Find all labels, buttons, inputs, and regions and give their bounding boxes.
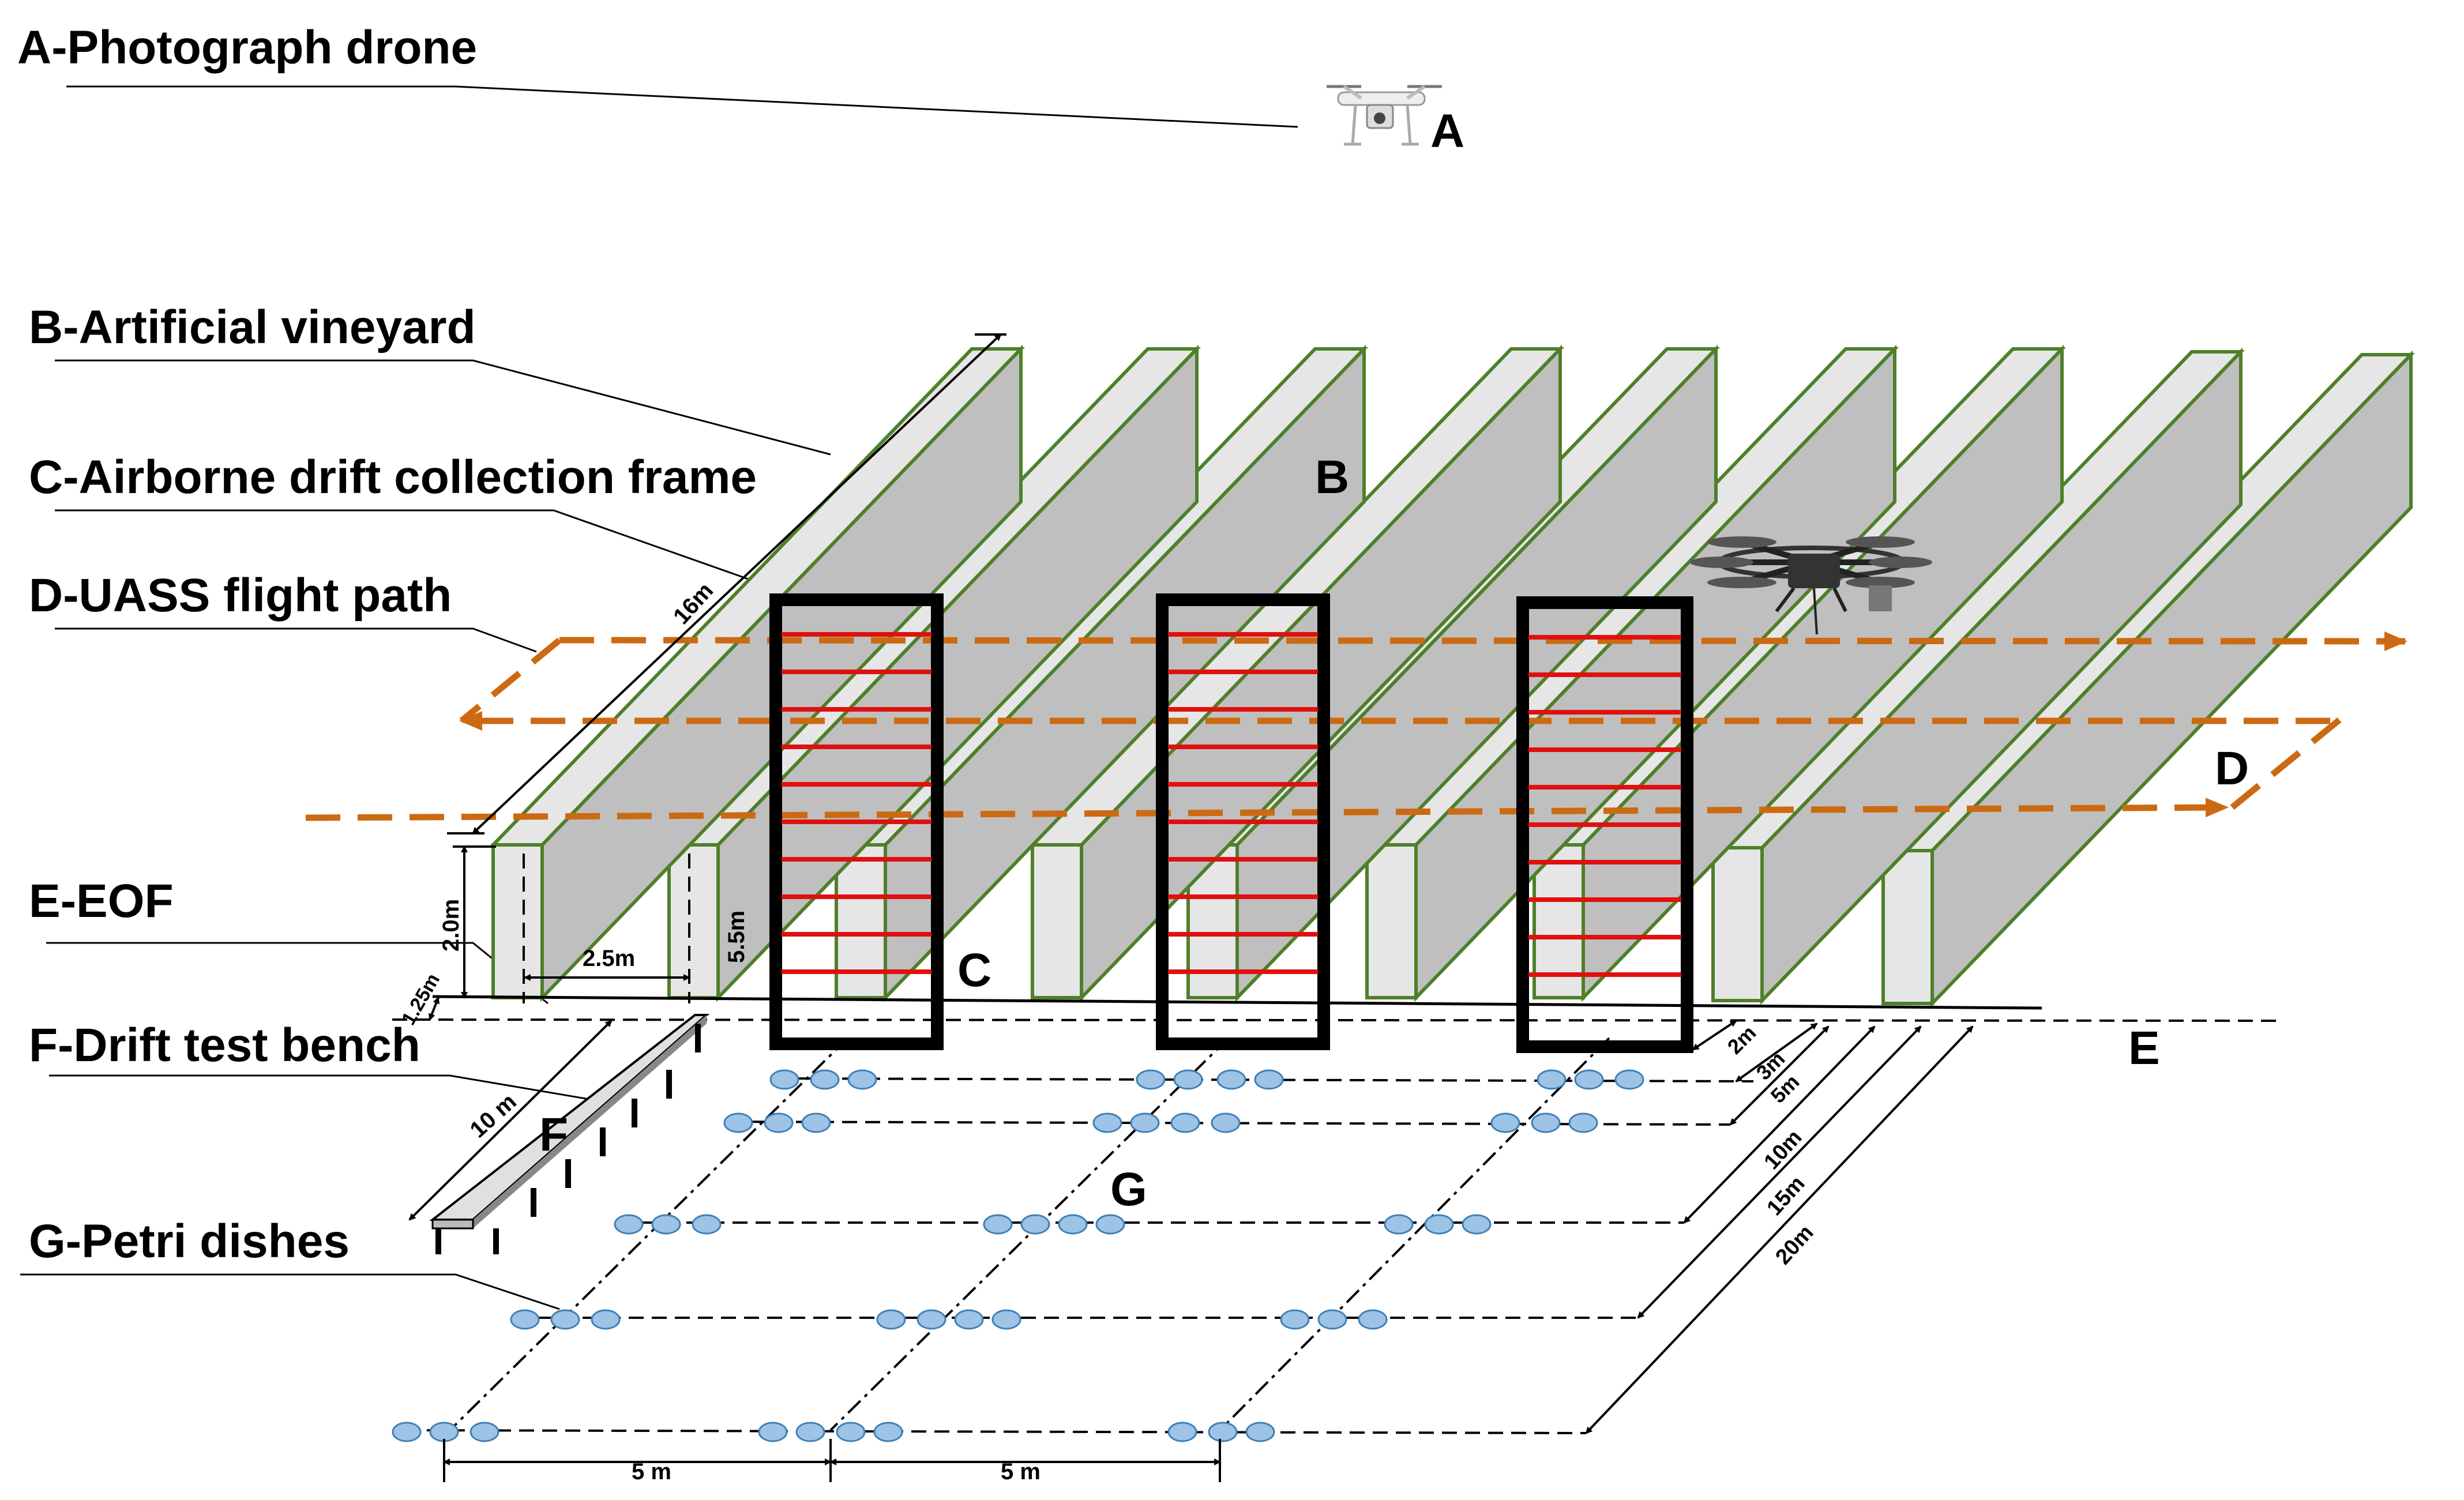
- petri-dish: [550, 1309, 580, 1330]
- flight-turn-left: [459, 637, 562, 724]
- eof-offset-line: [392, 1018, 2285, 1022]
- petri-dish: [1211, 1112, 1241, 1133]
- dim-row-spacing: 2.5m: [583, 946, 635, 971]
- petri-dish: [591, 1309, 621, 1330]
- legend-e-label: E-EOF: [29, 875, 174, 927]
- leader-d: [55, 627, 537, 653]
- petri-dish: [1574, 1069, 1604, 1090]
- marker-f: F: [539, 1108, 568, 1161]
- dim-20m: 20m: [1771, 1220, 1818, 1269]
- hexacopter-icon: [1690, 536, 1932, 635]
- collection-frame: [1156, 593, 1330, 1050]
- petri-dish: [1170, 1112, 1200, 1133]
- petri-dish: [1568, 1112, 1598, 1133]
- petri-dish: [1490, 1112, 1520, 1133]
- petri-dish: [801, 1112, 831, 1133]
- petri-dish: [1358, 1309, 1388, 1330]
- legend-g-label: G-Petri dishes: [29, 1215, 350, 1268]
- petri-dish: [758, 1422, 788, 1442]
- flight-pass-3: [559, 631, 2407, 651]
- petri-dish: [873, 1422, 903, 1442]
- petri-dish: [1092, 1112, 1122, 1133]
- petri-dish: [847, 1069, 877, 1090]
- petri-dish: [836, 1422, 866, 1442]
- petri-dish: [429, 1422, 459, 1442]
- quadcopter-icon: [1327, 85, 1442, 146]
- petri-dish: [983, 1214, 1013, 1235]
- legend-d-label: D-UASS flight path: [29, 569, 452, 622]
- legend-b-label: B-Artificial vineyard: [29, 301, 476, 354]
- petri-dish: [1136, 1069, 1166, 1090]
- dim-15m: 15m: [1762, 1171, 1809, 1220]
- petri-dish: [651, 1214, 681, 1235]
- petri-dish: [1254, 1069, 1284, 1090]
- legend-f-label: F-Drift test bench: [29, 1019, 420, 1072]
- leader-g: [20, 1273, 560, 1310]
- marker-e: E: [2128, 1022, 2160, 1074]
- marker-c: C: [957, 944, 991, 997]
- dim-row-height: 2.0m: [438, 899, 464, 952]
- petri-dish: [1173, 1069, 1203, 1090]
- dish-column-2: [829, 1037, 1230, 1431]
- petri-dish: [795, 1422, 825, 1442]
- petri-dish: [1424, 1214, 1454, 1235]
- petri-dish: [1537, 1069, 1567, 1090]
- petri-dish: [1216, 1069, 1246, 1090]
- petri-dish: [510, 1309, 540, 1330]
- petri-dish: [1462, 1214, 1492, 1235]
- leader-e: [46, 942, 549, 1005]
- marker-a: A: [1430, 105, 1464, 157]
- dim-dish-spacing-left: 5 m: [632, 1459, 671, 1484]
- dim-dish-spacing-right: 5 m: [1001, 1459, 1041, 1484]
- leader-a: [66, 85, 1298, 128]
- petri-dish: [954, 1309, 984, 1330]
- petri-dish: [1167, 1422, 1197, 1442]
- petri-dishes: [392, 1069, 1644, 1442]
- petri-dish: [876, 1309, 906, 1330]
- leader-f: [49, 1074, 603, 1103]
- dish-column-1: [449, 1037, 849, 1431]
- petri-dish: [1614, 1069, 1644, 1090]
- dish-row-5: [403, 1429, 1587, 1434]
- petri-dish: [614, 1214, 644, 1235]
- legend-c-label: C-Airborne drift collection frame: [29, 451, 757, 503]
- petri-dish: [917, 1309, 946, 1330]
- marker-d: D: [2215, 742, 2249, 795]
- marker-g: G: [1110, 1163, 1147, 1216]
- petri-dish: [764, 1112, 794, 1133]
- dish-row-2: [726, 1121, 1731, 1126]
- petri-dish: [1208, 1422, 1238, 1442]
- leader-b: [55, 359, 831, 456]
- flight-turn-right: [2230, 715, 2344, 810]
- petri-dish: [1058, 1214, 1088, 1235]
- petri-dish: [1531, 1112, 1561, 1133]
- petri-dish: [392, 1422, 422, 1442]
- petri-dish: [1095, 1214, 1125, 1235]
- petri-dish: [1020, 1214, 1050, 1235]
- dim-bench-length: 10 m: [465, 1089, 521, 1143]
- dish-column-3: [1219, 1037, 1610, 1431]
- petri-dish: [1130, 1112, 1160, 1133]
- petri-dish: [723, 1112, 753, 1133]
- petri-dish: [1280, 1309, 1310, 1330]
- petri-dish: [692, 1214, 722, 1235]
- dim-frame-height: 5.5m: [724, 911, 749, 963]
- petri-dish: [1317, 1309, 1347, 1330]
- marker-b: B: [1315, 451, 1349, 503]
- eof-line: [392, 995, 2285, 1022]
- petri-dish: [991, 1309, 1021, 1330]
- petri-dish: [469, 1422, 499, 1442]
- petri-dish: [810, 1069, 840, 1090]
- petri-dish: [769, 1069, 799, 1090]
- legend-a-label: A-Photograph drone: [17, 21, 477, 74]
- petri-dish: [1384, 1214, 1414, 1235]
- petri-dish: [1245, 1422, 1275, 1442]
